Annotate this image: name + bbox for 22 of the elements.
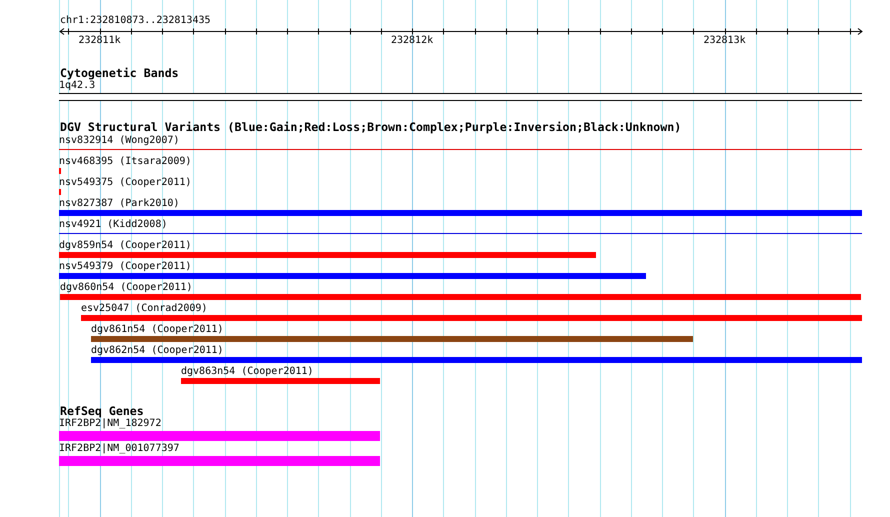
feature-label: nsv549375 (Cooper2011) <box>59 177 192 188</box>
feature-label: dgv862n54 (Cooper2011) <box>91 345 224 356</box>
feature-label: nsv832914 (Wong2007) <box>59 135 180 146</box>
feature-label: dgv863n54 (Cooper2011) <box>181 366 314 377</box>
feature-label: esv25047 (Conrad2009) <box>81 303 208 314</box>
feature-label: dgv859n54 (Cooper2011) <box>59 240 192 251</box>
band-label: 1q42.3 <box>59 80 96 91</box>
feature-label: nsv4921 (Kidd2008) <box>59 219 168 230</box>
feature-label: nsv468395 (Itsara2009) <box>59 156 192 167</box>
gene-label: IRF2BP2|NM_182972 <box>59 418 162 429</box>
feature-label: dgv861n54 (Cooper2011) <box>91 324 224 335</box>
gene-label: IRF2BP2|NM_001077397 <box>59 443 180 454</box>
feature-label: nsv827387 (Park2010) <box>59 198 180 209</box>
tick-label: 232812k <box>390 35 434 46</box>
track-heading: Cytogenetic Bands <box>60 67 179 80</box>
tick-label: 232813k <box>703 35 746 46</box>
coordinate-range-label: chr1:232810873..232813435 <box>60 15 211 26</box>
feature-label: nsv549379 (Cooper2011) <box>59 261 192 272</box>
track-heading: DGV Structural Variants (Blue:Gain;Red:Loss;Brown:Complex;Purple:Inversion;Black:Unknown) <box>60 121 682 134</box>
feature-label: dgv860n54 (Cooper2011) <box>60 282 192 293</box>
tick-label: 232811k <box>78 35 121 46</box>
track-heading: RefSeq Genes <box>60 405 144 418</box>
